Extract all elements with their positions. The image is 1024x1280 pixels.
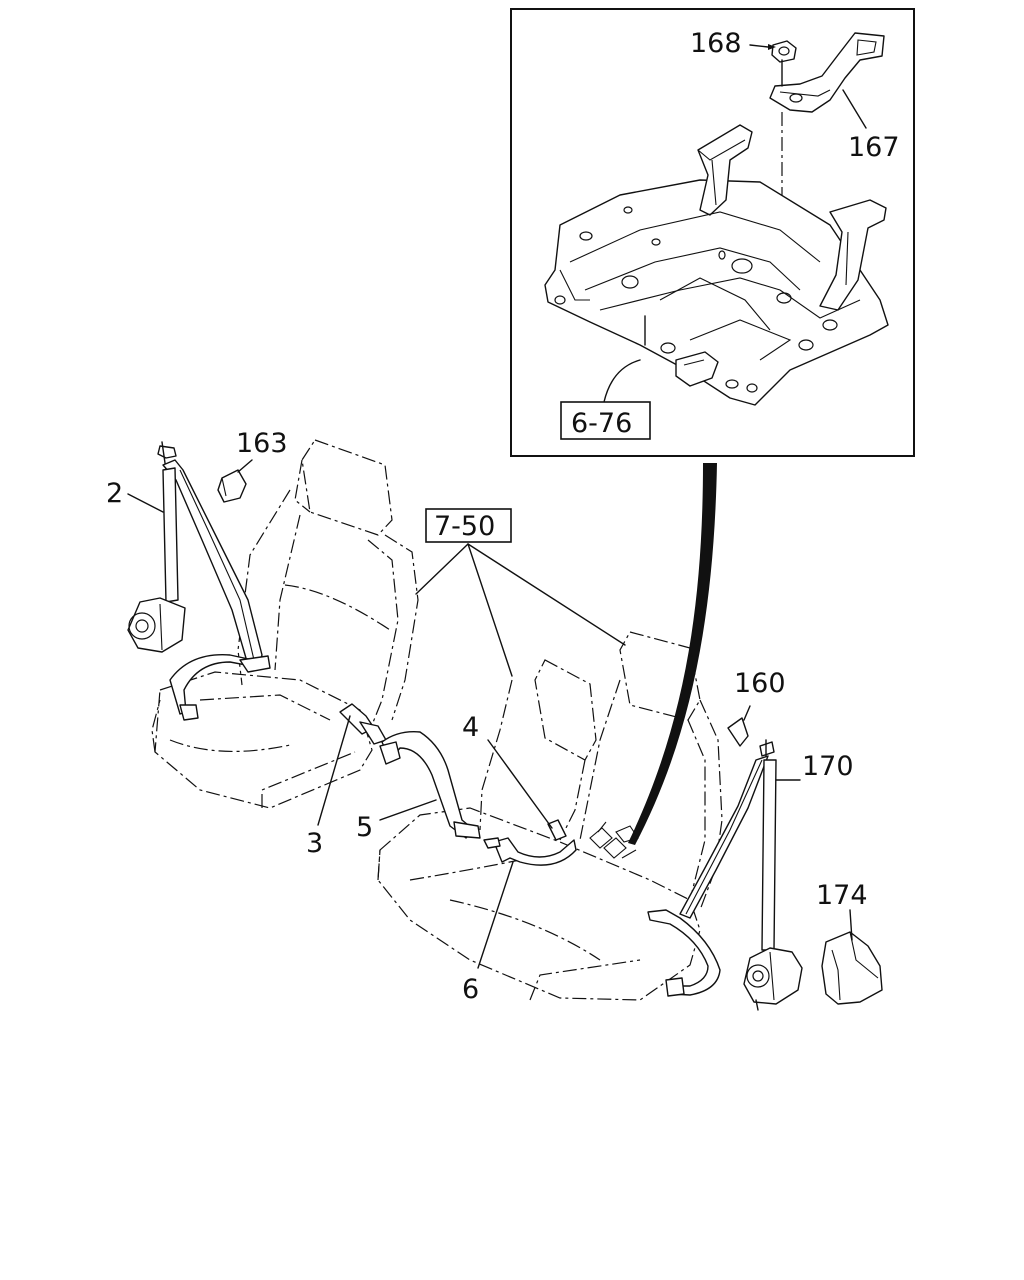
callout-5: 5 <box>356 812 373 843</box>
floor-pan <box>544 124 889 406</box>
callout-174: 174 <box>816 880 868 911</box>
front-seat <box>151 439 419 809</box>
callout-160: 160 <box>734 668 786 699</box>
belt-guide-cover-163 <box>217 469 247 503</box>
callout-168: 168 <box>690 28 742 59</box>
rear-center-belts <box>379 508 639 969</box>
rear-retractor <box>743 947 803 1005</box>
callout-4: 4 <box>462 712 479 743</box>
nut-part-168 <box>749 40 797 63</box>
inset-detail <box>510 8 915 457</box>
center-buckle-4 <box>547 819 567 841</box>
belt-guide-160 <box>727 717 749 747</box>
callout-2: 2 <box>106 478 123 509</box>
callout-167: 167 <box>848 132 900 163</box>
retractor-cover-174 <box>821 931 883 1005</box>
rear-seat <box>377 631 723 1001</box>
rear-seat-belt-assembly-170 <box>647 705 883 1011</box>
lap-belt-5 <box>381 731 475 839</box>
callout-6: 6 <box>462 974 479 1005</box>
callout-3: 3 <box>306 828 323 859</box>
callout-170: 170 <box>802 751 854 782</box>
anchor-bracket-167 <box>769 32 885 129</box>
callout-163: 163 <box>236 428 288 459</box>
callout-6-76: 6-76 <box>571 408 632 439</box>
lap-belt-6 <box>493 837 577 866</box>
ref-box-6-76 <box>560 401 651 440</box>
callout-7-50: 7-50 <box>434 511 495 542</box>
front-seat-belt-assembly-2 <box>127 441 387 826</box>
inset-leader <box>628 463 717 845</box>
ref-box-7-50 <box>425 508 512 543</box>
